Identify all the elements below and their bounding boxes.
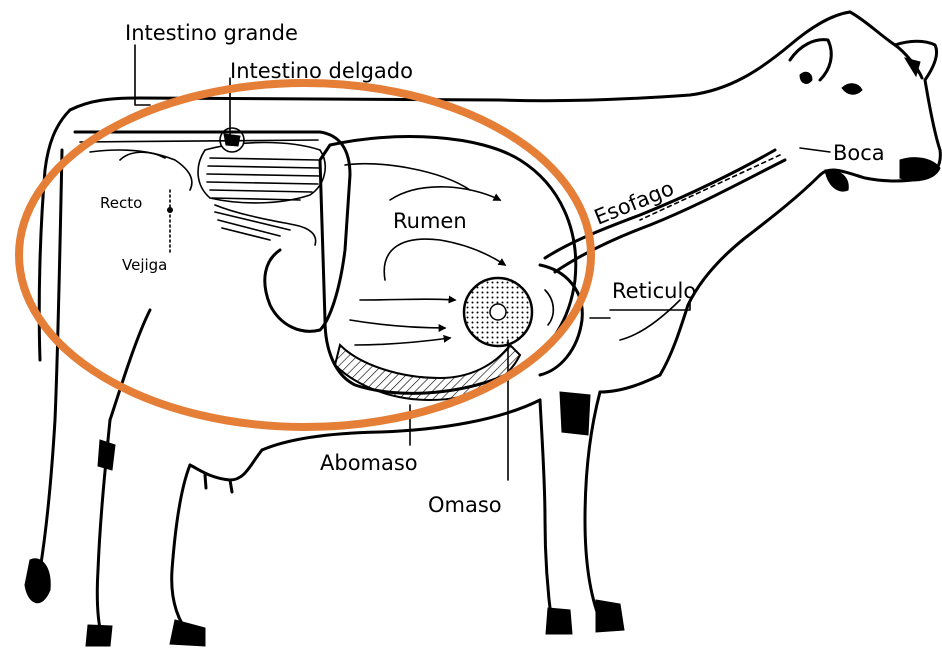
label-omaso: Omaso [428, 493, 502, 517]
label-abomaso: Abomaso [320, 451, 418, 475]
highlight-ellipse [19, 83, 591, 427]
label-vejiga: Vejiga [122, 256, 167, 274]
label-recto: Recto [100, 194, 142, 212]
digestive-organs [75, 128, 785, 400]
label-intestino-grande: Intestino grande [125, 21, 298, 45]
abomaso-organ [335, 345, 520, 400]
label-boca: Boca [833, 141, 885, 165]
label-esofago: Esofago [591, 176, 677, 230]
intestino-delgado-organ [198, 128, 325, 245]
label-rumen: Rumen [393, 209, 467, 233]
leader-lines [135, 45, 830, 480]
label-reticulo: Reticulo [612, 279, 696, 303]
